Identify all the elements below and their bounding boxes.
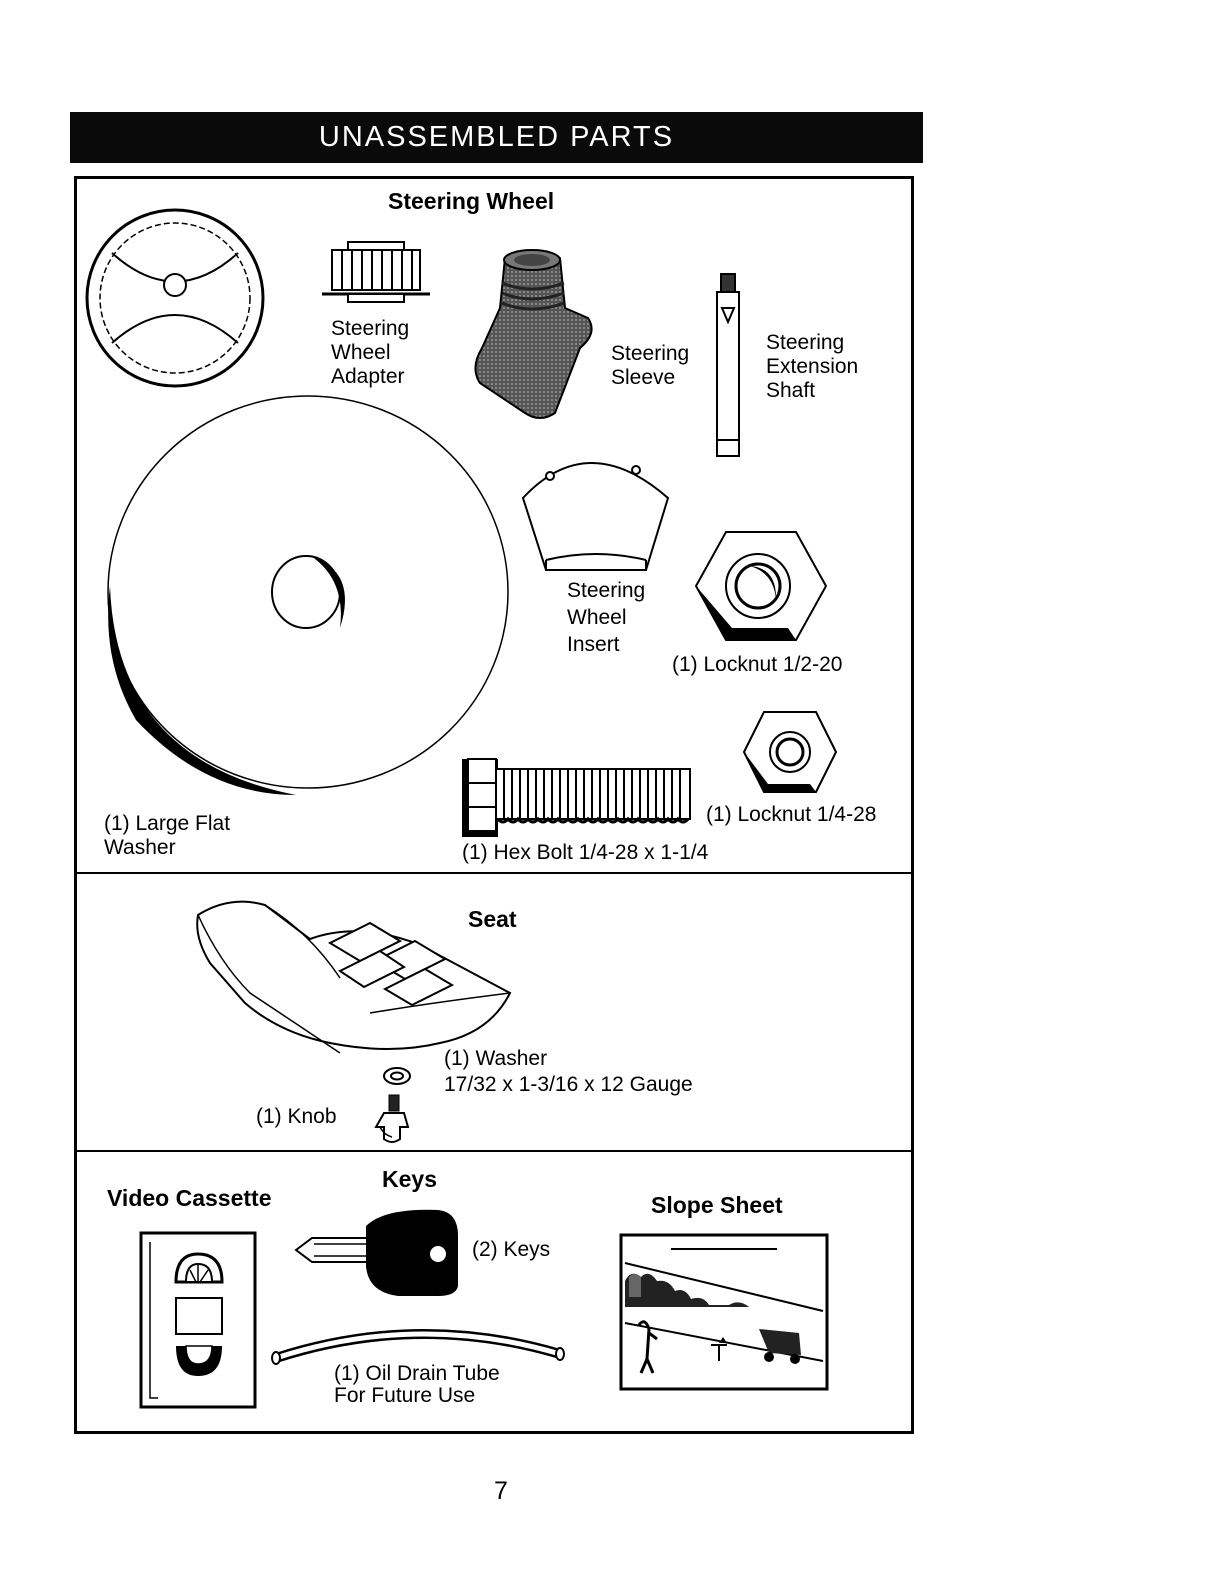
- insert-label-3: Insert: [567, 633, 620, 656]
- page-title-bar: UNASSEMBLED PARTS: [70, 112, 923, 163]
- sleeve-label-1: Steering: [611, 342, 690, 365]
- knob-label: (1) Knob: [256, 1105, 337, 1128]
- video-cassette-image: [139, 1231, 257, 1409]
- adapter-label-2: Wheel: [331, 341, 391, 364]
- adapter-label-1: Steering: [331, 317, 410, 340]
- shaft-label-3: Shaft: [766, 379, 816, 402]
- keys-label: (2) Keys: [472, 1238, 551, 1261]
- steering-wheel-heading: Steering Wheel: [388, 188, 555, 214]
- seat-image: [196, 900, 512, 1054]
- slope-sheet-heading: Slope Sheet: [651, 1192, 783, 1218]
- steering-sleeve-image: [474, 249, 593, 419]
- seat-heading: Seat: [468, 906, 517, 932]
- parts-frame: [74, 176, 914, 1434]
- steering-wheel-insert-image: [521, 462, 670, 571]
- insert-label-1: Steering: [567, 579, 646, 602]
- oil-tube-label-2: For Future Use: [334, 1384, 476, 1407]
- washer-label-2: Washer: [104, 836, 176, 859]
- locknut-small-image: [742, 711, 838, 793]
- section-divider-2: [74, 1150, 914, 1152]
- section-divider-1: [74, 872, 914, 874]
- oil-drain-tube-image: [271, 1329, 565, 1365]
- keys-heading: Keys: [382, 1166, 437, 1192]
- insert-label-2: Wheel: [567, 606, 627, 629]
- locknut-small-label: (1) Locknut 1/4-28: [706, 803, 877, 826]
- adapter-label-3: Adapter: [331, 365, 405, 388]
- knob-image: [374, 1094, 410, 1143]
- shaft-label-2: Extension: [766, 355, 859, 378]
- washer-small-image: [383, 1067, 411, 1085]
- locknut-large-label: (1) Locknut 1/2-20: [672, 653, 843, 676]
- hex-bolt-label: (1) Hex Bolt 1/4-28 x 1-1/4: [462, 841, 709, 864]
- key-image: [294, 1209, 458, 1296]
- hex-bolt-image: [462, 758, 691, 837]
- washer-label-1: (1) Large Flat: [104, 812, 231, 835]
- page-number: 7: [494, 1477, 508, 1505]
- page-title: UNASSEMBLED PARTS: [318, 121, 675, 153]
- sleeve-label-2: Sleeve: [611, 366, 676, 389]
- steering-wheel-adapter-image: [322, 241, 430, 303]
- shaft-label-1: Steering: [766, 331, 845, 354]
- steering-wheel-image: [85, 208, 265, 388]
- slope-sheet-image: [619, 1233, 829, 1391]
- seat-washer-label-1: (1) Washer: [444, 1047, 548, 1070]
- oil-tube-label-1: (1) Oil Drain Tube: [334, 1362, 500, 1385]
- steering-extension-shaft-image: [716, 273, 740, 457]
- video-cassette-heading: Video Cassette: [107, 1185, 272, 1211]
- locknut-large-image: [694, 531, 828, 641]
- seat-washer-label-2: 17/32 x 1-3/16 x 12 Gauge: [444, 1073, 693, 1096]
- large-flat-washer-image: [107, 395, 509, 795]
